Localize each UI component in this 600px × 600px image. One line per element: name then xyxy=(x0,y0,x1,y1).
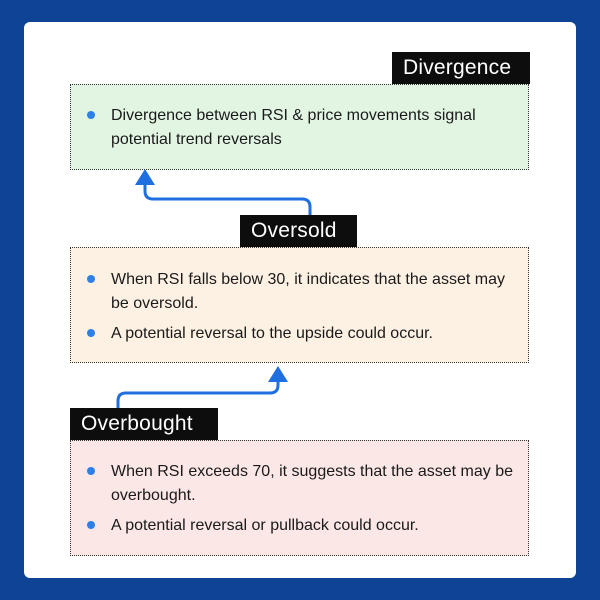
overbought-point: A potential reversal or pullback could o… xyxy=(87,514,516,538)
oversold-point-text: A potential reversal to the upside could… xyxy=(111,325,433,342)
bullet-icon xyxy=(87,467,95,475)
overbought-point-text: When RSI exceeds 70, it suggests that th… xyxy=(111,463,513,504)
overbought-box: When RSI exceeds 70, it suggests that th… xyxy=(70,440,529,556)
divergence-box: Divergence between RSI & price movements… xyxy=(70,84,529,170)
overbought-label: Overbought xyxy=(70,408,218,440)
divergence-label: Divergence xyxy=(392,52,530,84)
bullet-icon xyxy=(87,521,95,529)
overbought-point-text: A potential reversal or pullback could o… xyxy=(111,517,419,534)
bullet-icon xyxy=(87,275,95,283)
oversold-point-text: When RSI falls below 30, it indicates th… xyxy=(111,271,505,312)
bullet-icon xyxy=(87,111,95,119)
oversold-label: Oversold xyxy=(240,215,357,247)
divergence-points: Divergence between RSI & price movements… xyxy=(87,104,516,158)
divergence-point-text: Divergence between RSI & price movements… xyxy=(111,107,476,148)
overbought-point: When RSI exceeds 70, it suggests that th… xyxy=(87,460,516,508)
divergence-point: Divergence between RSI & price movements… xyxy=(87,104,516,152)
oversold-points: When RSI falls below 30, it indicates th… xyxy=(87,268,516,352)
bullet-icon xyxy=(87,329,95,337)
oversold-box: When RSI falls below 30, it indicates th… xyxy=(70,247,529,363)
oversold-point: When RSI falls below 30, it indicates th… xyxy=(87,268,516,316)
overbought-points: When RSI exceeds 70, it suggests that th… xyxy=(87,460,516,544)
oversold-point: A potential reversal to the upside could… xyxy=(87,322,516,346)
